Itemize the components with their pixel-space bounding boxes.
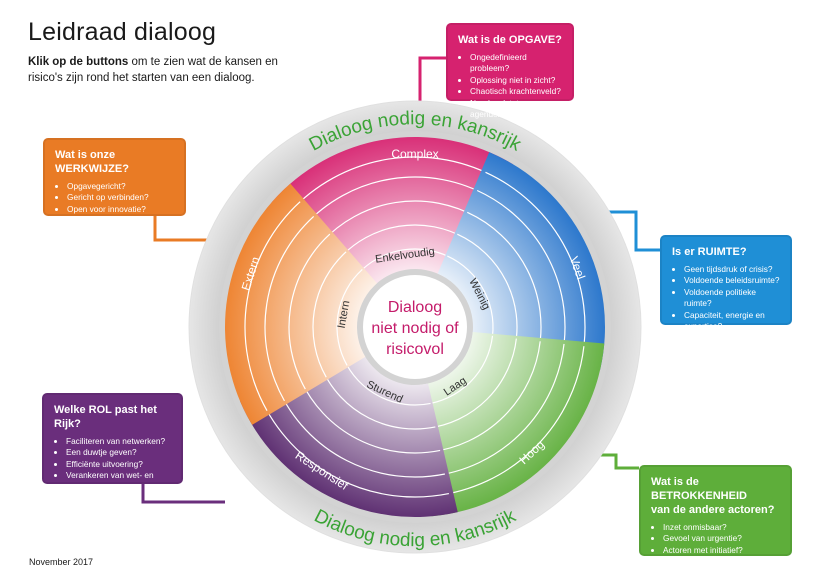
- sector-betrokkenheid-fill: [420, 332, 605, 517]
- sector-ring-line: [426, 338, 517, 429]
- sector-ruimte-fill: [437, 152, 605, 370]
- sector-ruimte: [437, 152, 605, 370]
- betrokkenheid-title-line2: van de andere actoren?: [651, 504, 775, 516]
- sector-ring-line: [476, 189, 566, 358]
- sector-ring-line: [289, 156, 500, 213]
- betrokkenheid-list: Inzet onmisbaar? Gevoel van urgentie? Ac…: [651, 522, 780, 568]
- sector-ring-line: [431, 343, 565, 477]
- ruimte-title: Is er RUIMTE?: [672, 246, 747, 258]
- sector-ring-line: [244, 201, 301, 412]
- opgave-title: Wat is de OPGAVE?: [458, 34, 562, 46]
- connector-betrokken: [596, 453, 639, 470]
- list-item: Open voor innovatie?: [67, 204, 174, 215]
- center-text-line: niet nodig of: [371, 320, 459, 337]
- list-item: Geen tijdsdruk of crisis?: [684, 264, 780, 275]
- sector-ring-line: [343, 359, 431, 406]
- ruimte-list: Geen tijdsdruk of crisis? Voldoende bele…: [672, 264, 780, 332]
- sector-werkwijze-fill: [225, 183, 377, 425]
- sector-werkwijze: [225, 183, 377, 425]
- sector-ring-line: [336, 269, 363, 366]
- werkwijze-title: Wat is onze WERKWIJZE?: [55, 149, 129, 175]
- sector-ring-line: [339, 224, 466, 259]
- list-item: Diverse samenstelling?: [67, 215, 174, 226]
- sector-ring-line: [321, 200, 478, 243]
- sector-ring-line: [447, 255, 494, 343]
- sector-ring-line: [485, 171, 586, 362]
- list-item: Gevoel van urgentie?: [663, 533, 780, 544]
- list-item: Faciliteren van netwerken?: [66, 436, 171, 447]
- list-item: Opgavegericht?: [67, 181, 174, 192]
- list-item: Gericht op verbinden?: [67, 192, 174, 203]
- footer-date: November 2017: [29, 557, 94, 567]
- sector-ring-line: [467, 211, 542, 353]
- opgave-button[interactable]: Wat is de OPGAVE? Ongedefinieerd problee…: [446, 23, 574, 119]
- sector-ring-line: [321, 369, 436, 430]
- page-title: Leidraad dialoog: [28, 18, 217, 46]
- sector-ring-line: [303, 176, 490, 227]
- werkwijze-list: Opgavegericht? Gericht op verbinden? Ope…: [55, 181, 174, 227]
- connector-ruimte: [605, 210, 660, 252]
- list-item: Chaotisch krachtenveld?: [470, 86, 562, 97]
- sector-ring-line: [357, 248, 454, 275]
- list-item: Voldoende politieke ruimte?: [684, 287, 780, 310]
- list-item: Noodzaak tot agenderen?: [470, 98, 562, 121]
- rol-title: Welke ROL past het Rijk?: [54, 404, 157, 430]
- list-item: Voldoende beleidsruimte?: [684, 275, 780, 286]
- sector-opgave-outer-label: Complex: [391, 147, 438, 161]
- sector-betrokkenheid: [420, 332, 605, 517]
- rol-button[interactable]: Welke ROL past het Rijk? Faciliteren van…: [42, 393, 183, 492]
- list-item: Efficiënte uitvoering?: [66, 459, 171, 470]
- sector-ring-line: [299, 379, 441, 454]
- intro-bold: Klik op de buttons: [28, 56, 129, 68]
- sector-werkwijze-inner-label: Intern: [336, 300, 353, 330]
- betrokkenheid-title: Wat is de BETROKKENHEID van de andere act…: [651, 475, 780, 517]
- intro-rest: om te zien wat de kansen en risico's zij…: [28, 56, 278, 84]
- sector-ring-line: [259, 397, 450, 498]
- opgave-list: Ongedefinieerd probleem? Oplossing niet …: [458, 52, 562, 120]
- ruimte-button[interactable]: Is er RUIMTE? Geen tijdsdruk of crisis? …: [660, 235, 792, 331]
- connector-rol: [141, 484, 225, 504]
- center-circle: [363, 275, 467, 379]
- list-item: Uiteenlopende zienswijzen?: [663, 556, 780, 567]
- betrokkenheid-title-line1: Wat is de BETROKKENHEID: [651, 476, 747, 502]
- connector-opgave: [418, 56, 446, 108]
- sector-ring-line: [423, 335, 494, 406]
- sector-ring-line: [264, 215, 315, 402]
- sector-ring-line: [457, 233, 518, 348]
- list-item: Inzet onmisbaar?: [663, 522, 780, 533]
- intro-text: Klik op de buttons om te zien wat de kan…: [28, 54, 278, 86]
- werkwijze-button[interactable]: Wat is onze WERKWIJZE? Opgavegericht? Ge…: [43, 138, 186, 225]
- list-item: Capaciteit, energie en expertise?: [684, 310, 780, 333]
- sector-ring-line: [312, 251, 347, 378]
- sector-ring-line: [288, 233, 331, 390]
- rol-list: Faciliteren van netwerken? Een duwtje ge…: [54, 436, 171, 493]
- center-text-line: Dialoog: [388, 299, 442, 316]
- list-item: Een duwtje geven?: [66, 447, 171, 458]
- sector-ring-line: [434, 346, 585, 497]
- list-item: Verankeren van wet- en regelgeving?: [66, 470, 171, 493]
- center-text-line: risicovol: [386, 341, 444, 358]
- sector-ring-line: [277, 388, 446, 478]
- betrokkenheid-button[interactable]: Wat is de BETROKKENHEID van de andere act…: [639, 465, 792, 566]
- list-item: Oplossing niet in zicht?: [470, 75, 562, 86]
- sector-ring-line: [429, 341, 541, 453]
- list-item: Ongedefinieerd probleem?: [470, 52, 562, 75]
- list-item: Actoren met initiatief?: [663, 545, 780, 556]
